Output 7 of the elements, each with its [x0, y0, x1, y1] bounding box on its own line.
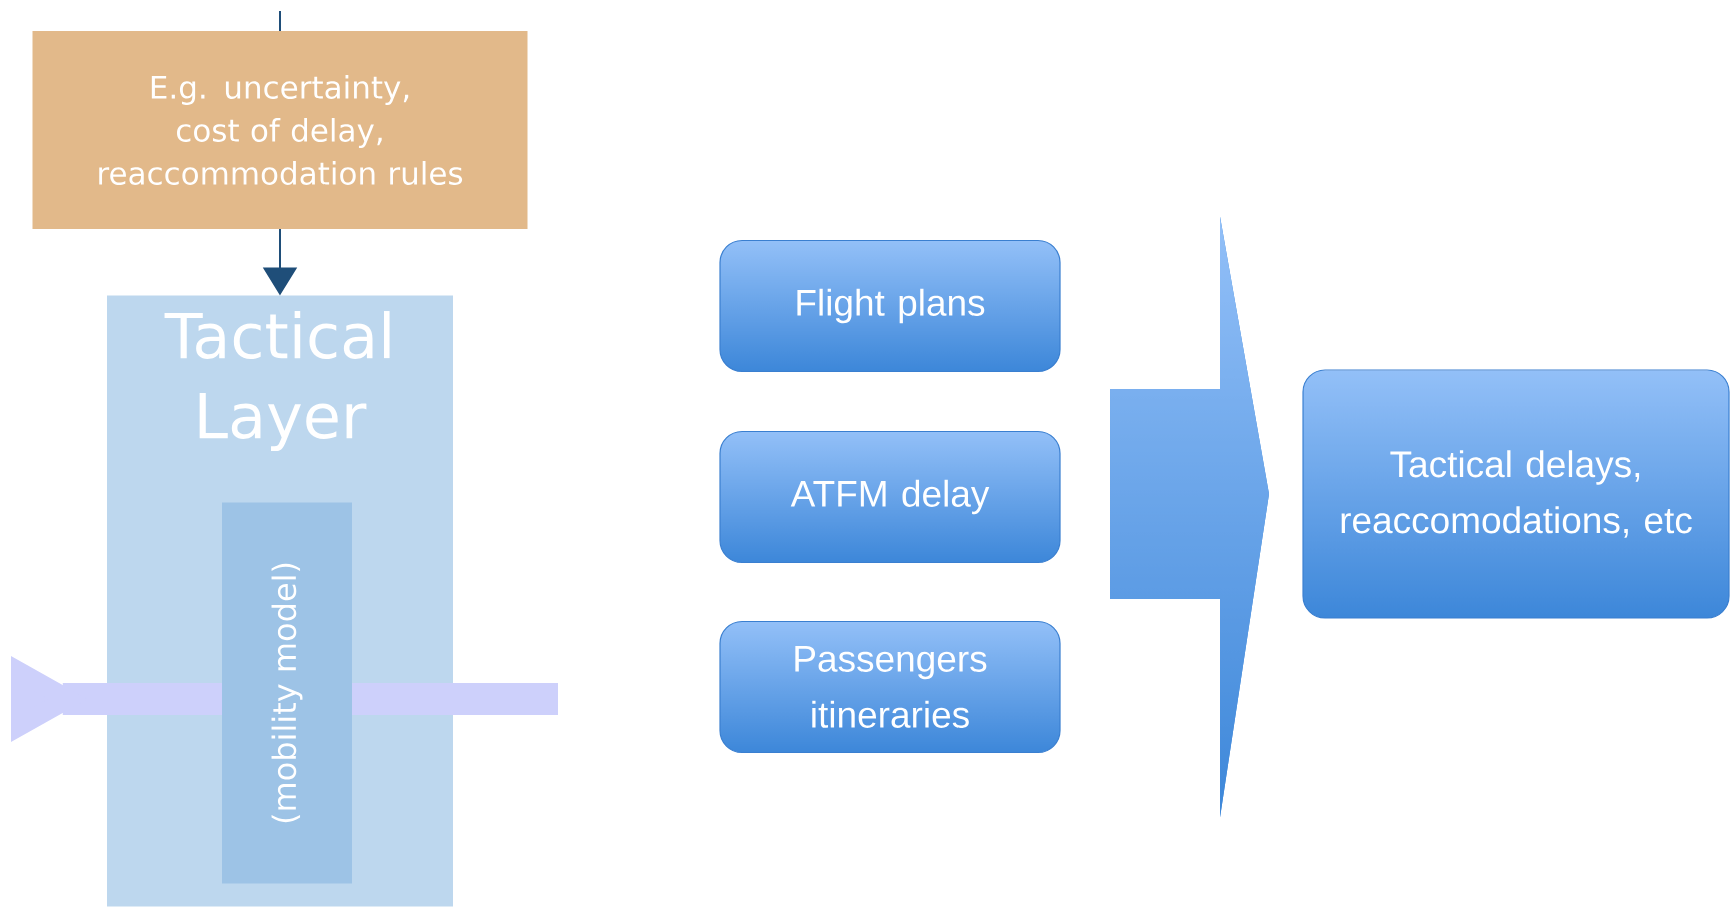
- process-box: Tactical delays, reaccomodations, etc: [1302, 369, 1730, 619]
- model-box: (mobility model): [222, 502, 352, 884]
- process-box: Passengers itineraries: [719, 620, 1061, 754]
- info-box: E.g. uncertainty, cost of delay, reaccommodation rules: [32, 31, 528, 229]
- process-box: ATFM delay: [719, 430, 1061, 564]
- connector-line: [279, 10, 281, 32]
- process-box: Flight plans: [719, 239, 1061, 373]
